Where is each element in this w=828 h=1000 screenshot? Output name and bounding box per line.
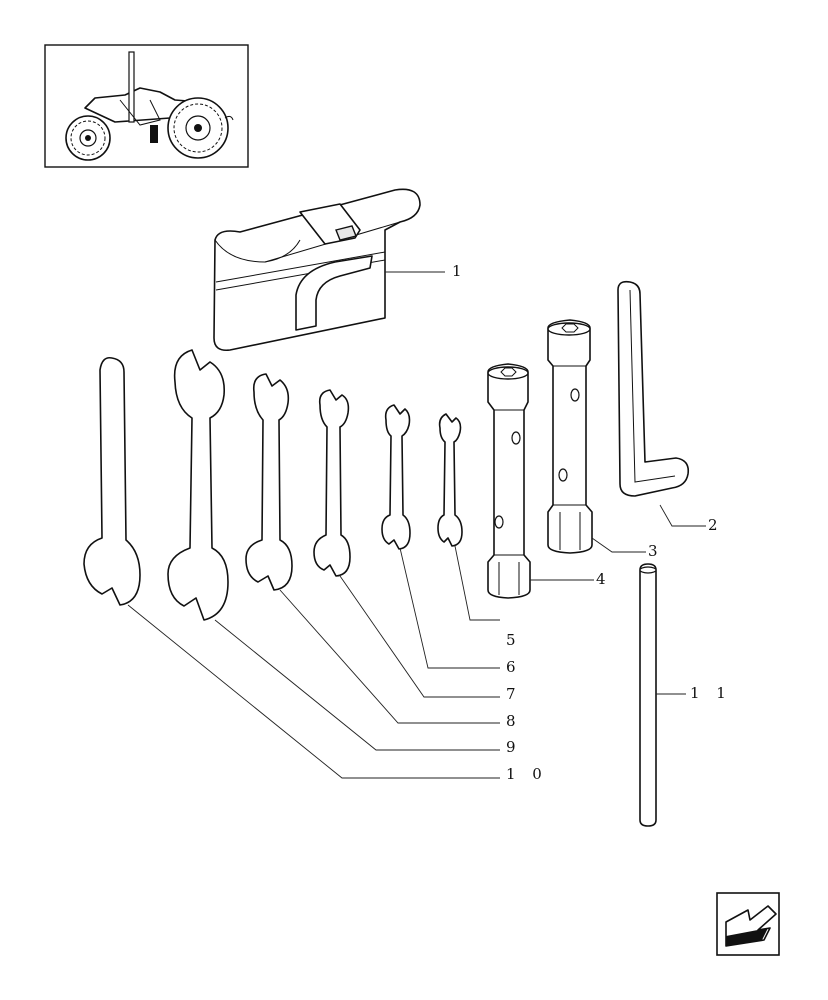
part-10-wrench-single	[83, 356, 141, 606]
leader-2	[659, 504, 706, 527]
callout-5: 5	[506, 631, 522, 649]
callout-9: 9	[506, 738, 522, 756]
leader-lines	[127, 271, 706, 779]
callout-8: 8	[506, 712, 522, 730]
leader-7	[339, 575, 500, 698]
leader-6	[399, 547, 500, 669]
callout-11: 1 1	[690, 684, 732, 702]
callout-1: 1	[452, 262, 468, 280]
back-navigation-button[interactable]	[716, 892, 780, 956]
part-4-tube-spanner-short	[487, 363, 531, 599]
callout-2: 2	[708, 516, 724, 534]
callout-6: 6	[506, 658, 522, 676]
leader-10	[127, 604, 500, 779]
callout-7: 7	[506, 685, 522, 703]
leader-8	[279, 589, 500, 724]
leader-5	[454, 545, 500, 621]
part-11-tommy-bar	[639, 563, 657, 827]
leader-3	[591, 537, 646, 553]
part-8-wrench-medium-large	[245, 373, 293, 591]
part-6-wrench-small	[381, 404, 411, 550]
callout-10: 1 0	[506, 765, 548, 783]
tractor-icon	[65, 51, 234, 161]
part-2-hex-key	[617, 280, 690, 497]
tractor-thumbnail	[44, 44, 249, 168]
part-3-tube-spanner-long	[547, 319, 593, 554]
part-9-wrench-large	[167, 349, 229, 621]
part-5-wrench-small	[437, 413, 463, 547]
part-1-tool-bag	[213, 188, 421, 352]
callout-labels: 1 2 3 4 5 6 7 8 9 1 0 1 1	[452, 262, 732, 783]
part-7-wrench-medium	[313, 389, 351, 577]
leader-9	[214, 619, 500, 751]
arrow-back-icon	[725, 905, 777, 947]
callout-3: 3	[648, 542, 664, 560]
callout-4: 4	[596, 570, 612, 588]
